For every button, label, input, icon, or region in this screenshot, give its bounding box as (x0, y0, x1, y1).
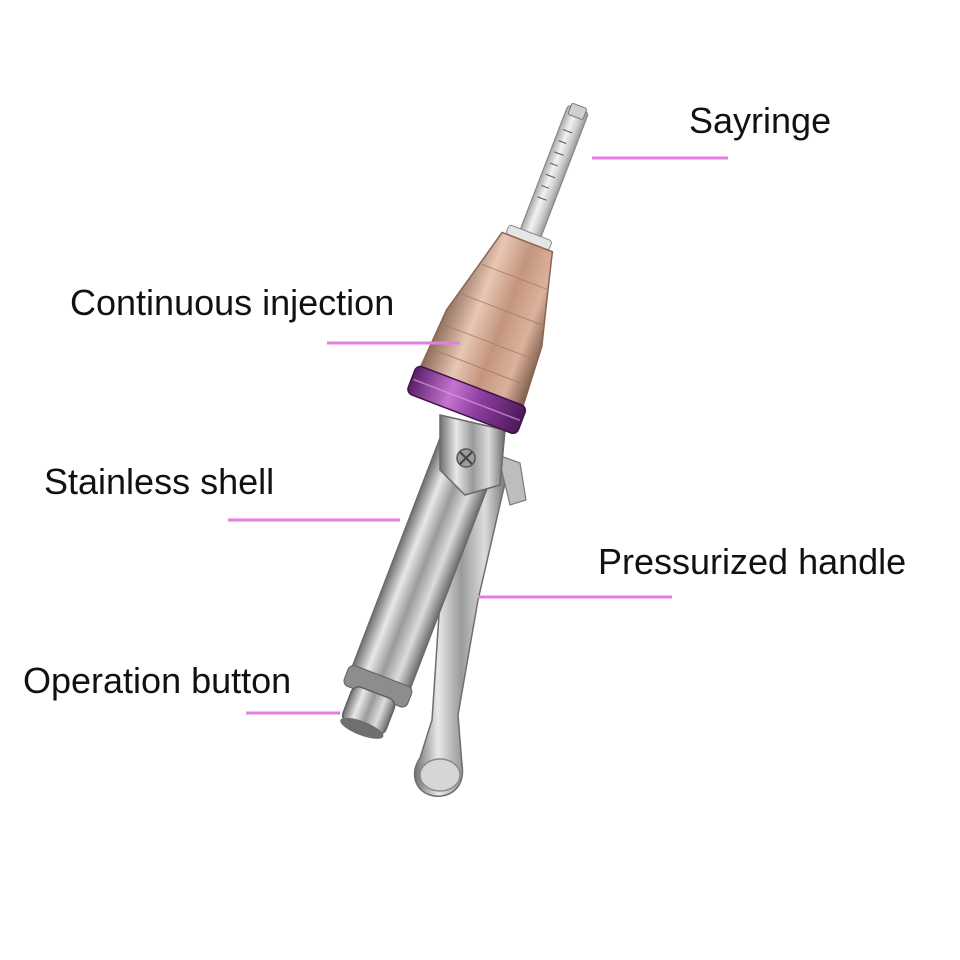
label-continuous-injection: Continuous injection (70, 282, 395, 323)
label-stainless-shell: Stainless shell (44, 461, 275, 502)
pressurized-handle-part (413, 454, 527, 797)
syringe-part (506, 103, 589, 250)
hinge-block (439, 414, 506, 496)
label-operation-button: Operation button (23, 660, 292, 701)
label-syringe: Sayringe (689, 100, 832, 141)
injector-head (407, 103, 589, 435)
label-pressurized-handle: Pressurized handle (598, 541, 907, 582)
